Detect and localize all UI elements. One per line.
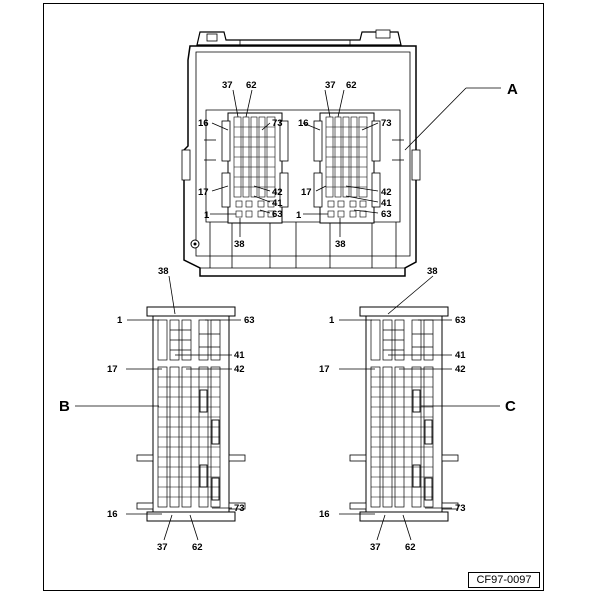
control-unit-housing [181, 29, 421, 277]
housing-left-pin-labels: 37 62 16 73 17 42 41 63 1 38 [198, 80, 283, 250]
pin-label: 17 [319, 364, 330, 375]
pin-label: 16 [198, 118, 209, 129]
connector-b [136, 306, 246, 522]
pin-label: 62 [246, 80, 257, 91]
pin-label: 73 [381, 118, 392, 129]
diagram-frame [43, 3, 544, 591]
pin-label: 16 [107, 509, 118, 520]
housing-right-pin-labels: 37 62 16 73 17 42 41 63 1 38 [296, 80, 392, 250]
pin-label: 17 [107, 364, 118, 375]
pin-label: 37 [325, 80, 336, 91]
callout-a: A [507, 81, 518, 98]
pin-label: 41 [455, 350, 466, 361]
pin-label: 37 [370, 542, 381, 553]
pin-label: 1 [117, 315, 123, 326]
pin-label: 41 [272, 198, 283, 209]
pin-label: 73 [455, 503, 466, 514]
pin-label: 38 [427, 266, 438, 277]
pin-label: 1 [296, 210, 302, 221]
pin-label: 42 [234, 364, 245, 375]
pin-label: 17 [301, 187, 312, 198]
pin-label: 38 [335, 239, 346, 250]
callout-c: C [505, 398, 516, 415]
connector-c-pin-labels: 38 1 63 41 17 42 16 73 37 62 [319, 266, 466, 553]
pin-label: 16 [319, 509, 330, 520]
pin-label: 38 [158, 266, 169, 277]
pin-label: 1 [204, 210, 210, 221]
pin-label: 42 [381, 187, 392, 198]
pin-label: 42 [455, 364, 466, 375]
leader-lines [75, 87, 501, 541]
pin-label: 62 [405, 542, 416, 553]
pin-label: 63 [455, 315, 466, 326]
pin-label: 1 [329, 315, 335, 326]
pin-label: 41 [381, 198, 392, 209]
pin-label: 37 [222, 80, 233, 91]
connector-c [349, 306, 459, 522]
pin-label: 63 [244, 315, 255, 326]
pin-label: 62 [346, 80, 357, 91]
pin-label: 62 [192, 542, 203, 553]
pin-label: 41 [234, 350, 245, 361]
pin-label: 37 [157, 542, 168, 553]
pin-label: 16 [298, 118, 309, 129]
pin-label: 42 [272, 187, 283, 198]
pin-label: 73 [234, 503, 245, 514]
pin-label: 73 [272, 118, 283, 129]
callout-b: B [59, 398, 70, 415]
figure-reference-number: CF97-0097 [468, 572, 540, 588]
connector-b-pin-labels: 38 1 63 41 17 42 16 73 37 62 [107, 266, 255, 553]
pin-label: 17 [198, 187, 209, 198]
pin-label: 63 [272, 209, 283, 220]
pin-label: 63 [381, 209, 392, 220]
pin-label: 38 [234, 239, 245, 250]
